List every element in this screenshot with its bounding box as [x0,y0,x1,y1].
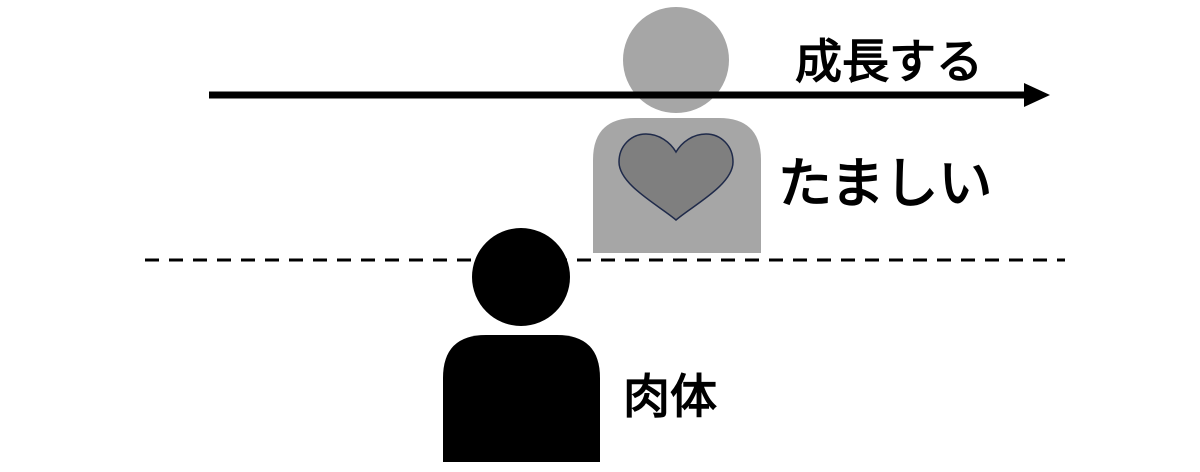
growth-arrow [209,83,1050,107]
soul-figure [593,7,761,253]
growth-label: 成長する [795,35,983,90]
growth-arrow-head [1024,83,1050,107]
body-head [472,228,570,326]
heart-icon [618,133,734,221]
body-figure [443,228,600,462]
soul-head [623,7,729,113]
soul-label: たましい [778,152,992,215]
body-torso [443,335,600,462]
body-label: 肉体 [623,370,717,425]
